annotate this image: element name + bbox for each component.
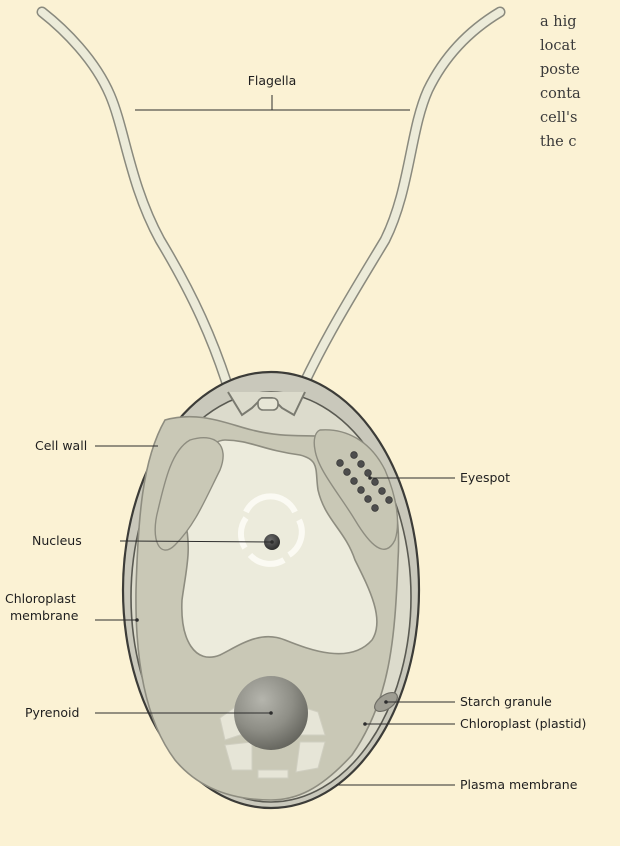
label-chloroplast-membrane-line1: Chloroplast [5, 591, 76, 606]
label-pyrenoid: Pyrenoid [25, 705, 79, 720]
eyespot-granule [372, 479, 379, 486]
label-chloroplast-membrane-line2: membrane [10, 608, 79, 623]
side-text-line: locat [540, 34, 620, 58]
label-eyespot: Eyespot [460, 470, 510, 485]
label-nucleus: Nucleus [32, 533, 82, 548]
side-text-line: conta [540, 82, 620, 106]
basal-body [258, 398, 278, 410]
label-chloroplast: Chloroplast (plastid) [460, 716, 586, 731]
side-paragraph: a hig locat poste conta cell's the c [540, 10, 620, 154]
eyespot-granule [358, 487, 365, 494]
eyespot-granule [337, 460, 344, 467]
eyespot-granule [351, 478, 358, 485]
label-flagella: Flagella [248, 73, 297, 88]
side-text-line: cell's [540, 106, 620, 130]
flagella [42, 12, 500, 410]
side-text-line: a hig [540, 10, 620, 34]
eyespot-granule [386, 497, 393, 504]
eyespot-granule [351, 452, 358, 459]
side-text-line: poste [540, 58, 620, 82]
eyespot-granule [365, 496, 372, 503]
eyespot-granule [358, 461, 365, 468]
label-cell-wall: Cell wall [35, 438, 87, 453]
eyespot-granule [372, 505, 379, 512]
label-plasma-membrane: Plasma membrane [460, 777, 578, 792]
eyespot-granule [365, 470, 372, 477]
left-flagellum [42, 12, 235, 410]
side-text-line: the c [540, 130, 620, 154]
label-starch-granule: Starch granule [460, 694, 552, 709]
eyespot-granule [379, 488, 386, 495]
eyespot-granule [344, 469, 351, 476]
